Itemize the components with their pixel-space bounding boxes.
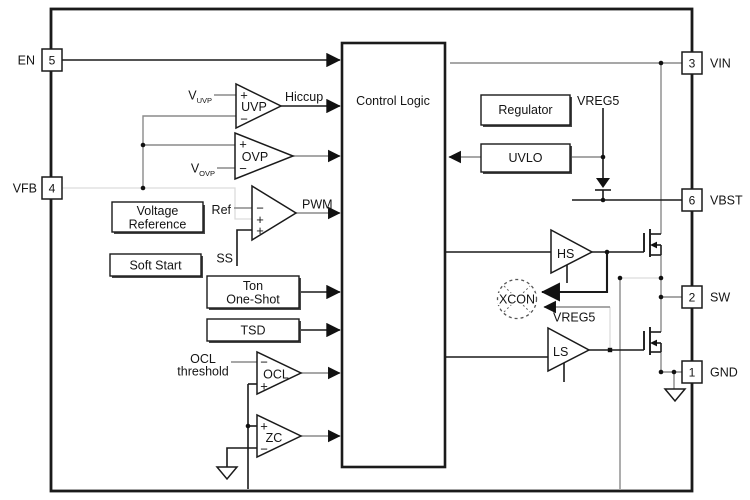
hiccup-label: Hiccup xyxy=(285,90,323,104)
pin-vin: 3 VIN xyxy=(681,51,731,75)
ic-outline xyxy=(49,7,694,493)
uvlo-label: UVLO xyxy=(508,151,542,165)
ls-driver: LS xyxy=(547,326,591,373)
wire-vfb-bus xyxy=(142,115,236,188)
zc-plus-sign: + xyxy=(260,419,268,434)
uvp-comparator: + UVP − xyxy=(235,82,283,130)
ovp-comparator: + OVP − xyxy=(234,131,296,181)
low-side-mosfet xyxy=(643,327,662,355)
ground-symbol-zc xyxy=(215,466,239,481)
uvp-plus-sign: + xyxy=(240,88,248,103)
ocl-threshold-label-line1: OCL xyxy=(190,352,216,366)
voltage-reference-label-line1: Voltage xyxy=(137,204,179,218)
hs-driver-label: HS xyxy=(557,247,574,261)
soft-start-block: Soft Start xyxy=(109,253,203,278)
uvlo-block: UVLO xyxy=(480,143,572,174)
control-logic-label: Control Logic xyxy=(356,94,430,108)
ocl-plus-sign: + xyxy=(260,379,268,394)
zc-minus-sign: − xyxy=(260,442,268,457)
ls-driver-label: LS xyxy=(553,345,568,359)
pin-vfb-label: VFB xyxy=(13,182,37,196)
wire-vreg5-diode-vbst xyxy=(595,108,611,200)
pin-gnd-number: 1 xyxy=(689,366,696,380)
uvp-minus-sign: − xyxy=(240,112,248,127)
pin-sw: 2 SW xyxy=(681,285,730,309)
control-logic-block xyxy=(340,41,447,469)
high-side-mosfet xyxy=(643,229,662,257)
wire-ss xyxy=(236,229,252,266)
bootstrap-diode xyxy=(596,178,610,188)
ovp-name: OVP xyxy=(242,150,268,164)
wire-zc-minus-gnd xyxy=(226,447,257,467)
wire-swsense-faint xyxy=(609,277,661,348)
soft-start-label: Soft Start xyxy=(129,259,182,273)
pin-sw-label: SW xyxy=(710,291,730,305)
ton-one-shot-block: Ton One-Shot xyxy=(206,275,301,310)
pin-vin-number: 3 xyxy=(689,57,696,71)
pwm-plus-sign-1: + xyxy=(256,212,264,227)
pin-vfb: 4 VFB xyxy=(13,176,63,200)
regulator-label: Regulator xyxy=(498,103,552,117)
pwm-plus-sign-2: + xyxy=(256,223,264,238)
ovp-minus-sign: − xyxy=(239,161,247,176)
junction-dots xyxy=(140,60,677,429)
pin-en-number: 5 xyxy=(49,54,56,68)
ocl-comparator: − OCL + xyxy=(256,350,303,396)
ref-label: Ref xyxy=(212,203,232,217)
uvp-name: UVP xyxy=(241,100,267,114)
pin-vfb-number: 4 xyxy=(49,182,56,196)
ss-label: SS xyxy=(216,252,233,266)
pin-vbst-label: VBST xyxy=(710,194,743,208)
wire-vfb-faint xyxy=(62,187,252,220)
vreg5-label-ls: VREG5 xyxy=(553,311,595,325)
hs-driver: HS xyxy=(550,228,594,275)
vreg5-label-top: VREG5 xyxy=(577,94,619,108)
vuvp-label: VUVP xyxy=(188,89,212,106)
wire-current-sense xyxy=(247,383,257,489)
pwm-comparator: − + + xyxy=(251,184,298,242)
vovp-label: VOVP xyxy=(191,162,215,179)
pin-vin-label: VIN xyxy=(710,57,731,71)
ocl-threshold-label-line2: threshold xyxy=(177,365,228,379)
ocl-minus-sign: − xyxy=(260,355,268,370)
ton-label-line2: One-Shot xyxy=(226,293,280,307)
ground-symbol-right xyxy=(663,388,687,403)
pin-gnd: 1 GND xyxy=(681,360,738,384)
pin-en: 5 EN xyxy=(18,48,63,72)
tsd-block: TSD xyxy=(206,318,301,343)
zc-comparator: + ZC − xyxy=(256,413,303,459)
pwm-label: PWM xyxy=(302,198,333,212)
pin-gnd-label: GND xyxy=(710,366,738,380)
pin-vbst: 6 VBST xyxy=(681,188,743,212)
voltage-reference-block: Voltage Reference xyxy=(111,201,205,234)
ton-label-line1: Ton xyxy=(243,279,263,293)
ocl-name: OCL xyxy=(263,368,289,382)
zc-name: ZC xyxy=(266,431,283,445)
pin-en-label: EN xyxy=(18,54,35,68)
voltage-reference-label-line2: Reference xyxy=(129,218,187,232)
pin-vbst-number: 6 xyxy=(689,194,696,208)
xcon-label: XCON xyxy=(499,293,535,307)
regulator-block: Regulator xyxy=(480,94,572,127)
pin-sw-number: 2 xyxy=(689,291,696,305)
xcon-node: XCON xyxy=(496,278,538,320)
wire-hs-to-xcon xyxy=(541,252,609,302)
tsd-label: TSD xyxy=(241,324,266,338)
pwm-minus-sign: − xyxy=(256,201,264,216)
ovp-plus-sign: + xyxy=(239,137,247,152)
